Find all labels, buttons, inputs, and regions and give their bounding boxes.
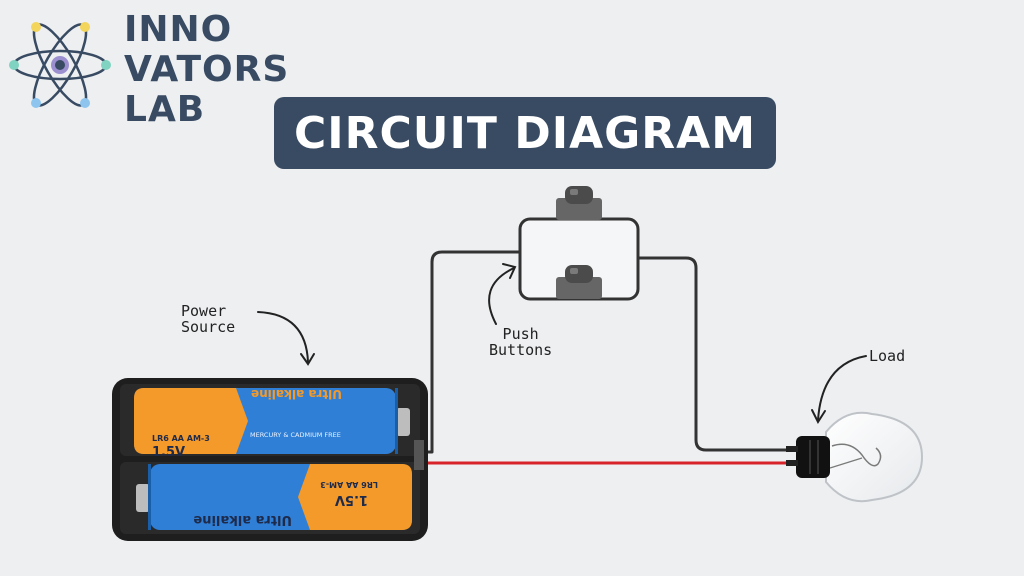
title-banner: CIRCUIT DIAGRAM — [274, 97, 776, 169]
push-buttons-arrow-icon — [488, 267, 515, 325]
push-button-bottom-icon — [556, 265, 602, 299]
power-source-label: Power Source — [181, 303, 235, 335]
push-buttons-label-line1: Push — [502, 325, 539, 343]
power-source-label-line1: Power — [181, 302, 227, 320]
brand-line-1: INNO — [124, 9, 233, 50]
brand-line-3: LAB — [124, 89, 206, 130]
load-label: Load — [869, 347, 906, 365]
black-wire — [425, 250, 790, 454]
battery-top-icon — [134, 388, 410, 454]
light-bulb-icon — [786, 411, 924, 503]
power-source-label-line2: Source — [181, 318, 236, 336]
brand-line-2: VATORS — [124, 49, 290, 90]
battery-bottom-icon — [136, 464, 412, 530]
push-buttons-label-line2: Buttons — [489, 341, 553, 359]
atom-logo-icon — [8, 18, 118, 118]
push-buttons-label: Push Buttons — [489, 326, 552, 358]
load-arrow-icon — [817, 355, 867, 421]
battery-bottom-brand: Ultra alkaline — [193, 512, 292, 527]
battery-top-model: LR6 AA AM-3 — [152, 434, 210, 443]
push-button-top-icon — [556, 186, 602, 220]
power-source-arrow-icon — [257, 311, 309, 363]
battery-bottom-voltage: 1.5V — [335, 492, 368, 507]
battery-top-brand: Ultra alkaline — [251, 387, 342, 401]
battery-bottom-model: LR6 AA AM-3 — [320, 480, 378, 489]
battery-top-voltage: 1.5V — [152, 445, 185, 460]
brand-name: INNO VATORS LAB — [124, 10, 289, 130]
battery-top-note: MERCURY & CADMIUM FREE — [250, 431, 341, 439]
page-title: CIRCUIT DIAGRAM — [293, 107, 757, 159]
